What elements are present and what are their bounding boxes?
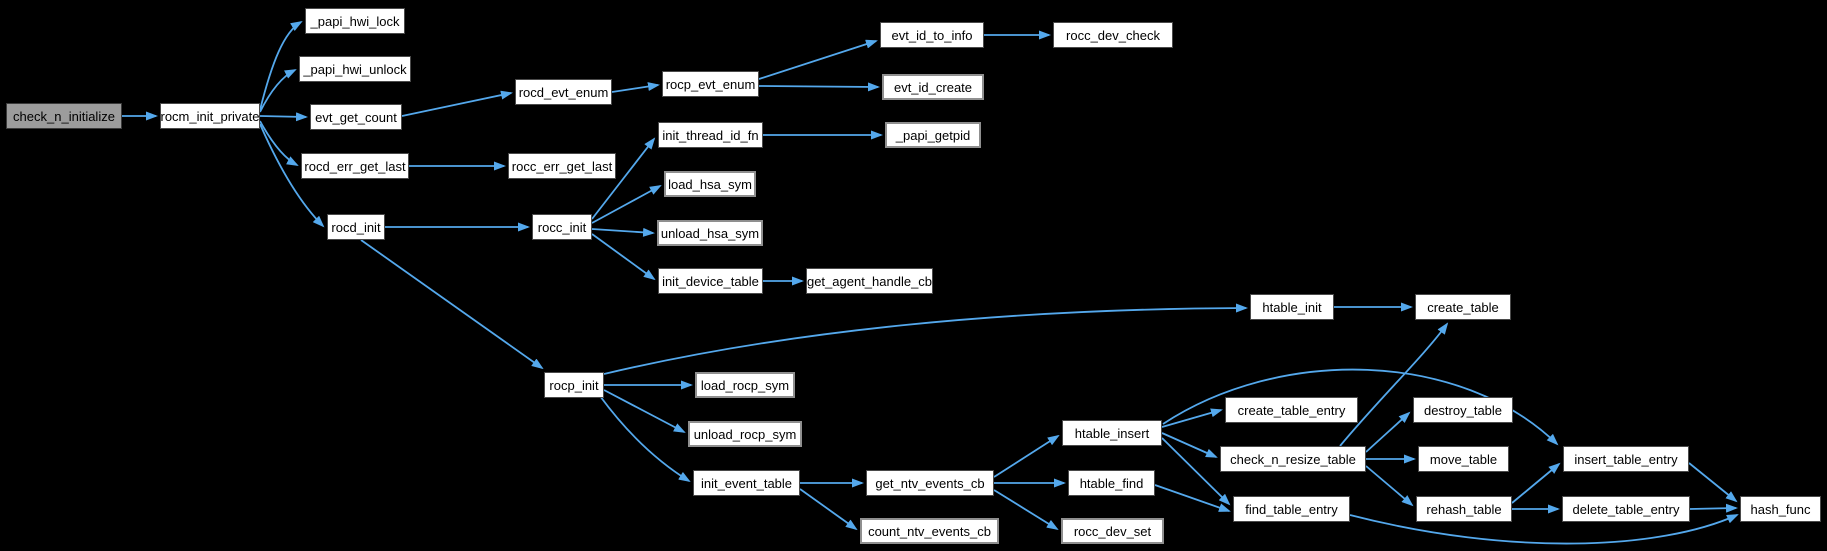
edge-rocd_evt_enum-to-rocp_evt_enum	[611, 82, 660, 93]
edge-htable_insert-to-check_n_resize_table	[1161, 432, 1218, 458]
node-count_ntv_events_cb[interactable]: count_ntv_events_cb	[860, 518, 999, 544]
node-rehash_table[interactable]: rehash_table	[1416, 496, 1512, 522]
node-_papi_hwi_lock[interactable]: _papi_hwi_lock	[305, 8, 405, 34]
node-load_hsa_sym[interactable]: load_hsa_sym	[664, 171, 756, 197]
node-move_table[interactable]: move_table	[1418, 446, 1509, 472]
node-_papi_hwi_unlock[interactable]: _papi_hwi_unlock	[299, 56, 411, 82]
node-init_event_table[interactable]: init_event_table	[693, 470, 800, 496]
edge-evt_get_count-to-rocd_evt_enum	[401, 90, 513, 117]
edge-rocc_init-to-init_thread_id_fn	[591, 137, 656, 220]
edge-rehash_table-to-insert_table_entry	[1511, 462, 1561, 504]
edge-rocm_init_private-to-_papi_hwi_lock	[259, 20, 303, 111]
edge-htable_insert-to-create_table_entry	[1161, 408, 1223, 428]
node-check_n_initialize: check_n_initialize	[6, 103, 122, 129]
node-htable_insert[interactable]: htable_insert	[1062, 420, 1162, 446]
edge-check_n_resize_table-to-destroy_table	[1365, 411, 1411, 453]
node-init_thread_id_fn[interactable]: init_thread_id_fn	[658, 122, 763, 148]
edge-insert_table_entry-to-hash_func	[1688, 462, 1738, 503]
edge-htable_insert-to-find_table_entry	[1161, 437, 1231, 506]
node-rocd_init[interactable]: rocd_init	[327, 214, 385, 240]
edge-get_ntv_events_cb-to-htable_insert	[993, 434, 1060, 478]
node-rocd_evt_enum[interactable]: rocd_evt_enum	[515, 79, 612, 105]
edge-check_n_resize_table-to-rehash_table	[1365, 465, 1414, 507]
edge-htable_find-to-find_table_entry	[1154, 484, 1231, 512]
edge-rocm_init_private-to-rocd_err_get_last	[259, 120, 299, 166]
node-delete_table_entry[interactable]: delete_table_entry	[1562, 496, 1690, 522]
node-get_ntv_events_cb[interactable]: get_ntv_events_cb	[866, 470, 994, 496]
edge-rocp_init-to-htable_init	[603, 303, 1248, 375]
edge-rocc_init-to-init_device_table	[591, 233, 656, 281]
node-htable_init[interactable]: htable_init	[1250, 294, 1334, 320]
node-insert_table_entry[interactable]: insert_table_entry	[1563, 446, 1689, 472]
edge-check_n_resize_table-to-create_table	[1339, 322, 1449, 447]
node-load_rocp_sym[interactable]: load_rocp_sym	[695, 372, 795, 398]
edge-rocp_init-to-init_event_table	[599, 395, 691, 483]
edge-rocm_init_private-to-evt_get_count	[259, 112, 308, 122]
node-rocc_dev_check[interactable]: rocc_dev_check	[1053, 22, 1173, 48]
node-rocc_dev_set[interactable]: rocc_dev_set	[1061, 518, 1164, 544]
edge-rocc_init-to-unload_hsa_sym	[591, 227, 655, 237]
edge-rocm_init_private-to-rocd_init	[259, 123, 325, 228]
node-evt_id_to_info[interactable]: evt_id_to_info	[880, 22, 984, 48]
node-init_device_table[interactable]: init_device_table	[658, 268, 763, 294]
node-create_table_entry[interactable]: create_table_entry	[1225, 397, 1358, 423]
node-rocc_init[interactable]: rocc_init	[532, 214, 592, 240]
node-rocm_init_private[interactable]: rocm_init_private	[160, 103, 260, 129]
node-rocp_init[interactable]: rocp_init	[544, 372, 604, 398]
node-create_table[interactable]: create_table	[1415, 294, 1511, 320]
edge-rocp_init-to-unload_rocp_sym	[603, 389, 686, 433]
node-evt_id_create[interactable]: evt_id_create	[882, 74, 984, 100]
node-rocc_err_get_last[interactable]: rocc_err_get_last	[508, 153, 616, 179]
node-destroy_table[interactable]: destroy_table	[1413, 397, 1513, 423]
edge-rocc_init-to-load_hsa_sym	[591, 185, 662, 224]
node-htable_find[interactable]: htable_find	[1068, 470, 1155, 496]
edge-rocd_init-to-rocp_init	[360, 239, 544, 370]
node-check_n_resize_table[interactable]: check_n_resize_table	[1220, 446, 1366, 472]
node-find_table_entry[interactable]: find_table_entry	[1233, 496, 1350, 522]
node-rocd_err_get_last[interactable]: rocd_err_get_last	[301, 153, 409, 179]
edge-find_table_entry-to-hash_func	[1349, 514, 1739, 545]
node-_papi_getpid[interactable]: _papi_getpid	[885, 122, 981, 148]
node-unload_hsa_sym[interactable]: unload_hsa_sym	[657, 220, 763, 246]
edge-delete_table_entry-to-hash_func	[1689, 503, 1738, 513]
edge-rocp_evt_enum-to-evt_id_to_info	[758, 39, 878, 80]
edge-rocm_init_private-to-_papi_hwi_unlock	[259, 69, 297, 113]
edge-htable_insert-to-insert_table_entry	[1162, 368, 1559, 446]
edge-rocp_evt_enum-to-evt_id_create	[758, 82, 880, 92]
edge-get_ntv_events_cb-to-rocc_dev_set	[993, 489, 1059, 531]
node-evt_get_count[interactable]: evt_get_count	[310, 104, 402, 130]
edge-init_event_table-to-count_ntv_events_cb	[799, 488, 858, 531]
node-hash_func[interactable]: hash_func	[1740, 496, 1821, 522]
node-get_agent_handle_cb[interactable]: get_agent_handle_cb	[806, 268, 933, 294]
node-unload_rocp_sym[interactable]: unload_rocp_sym	[688, 421, 802, 447]
node-rocp_evt_enum[interactable]: rocp_evt_enum	[662, 71, 759, 97]
